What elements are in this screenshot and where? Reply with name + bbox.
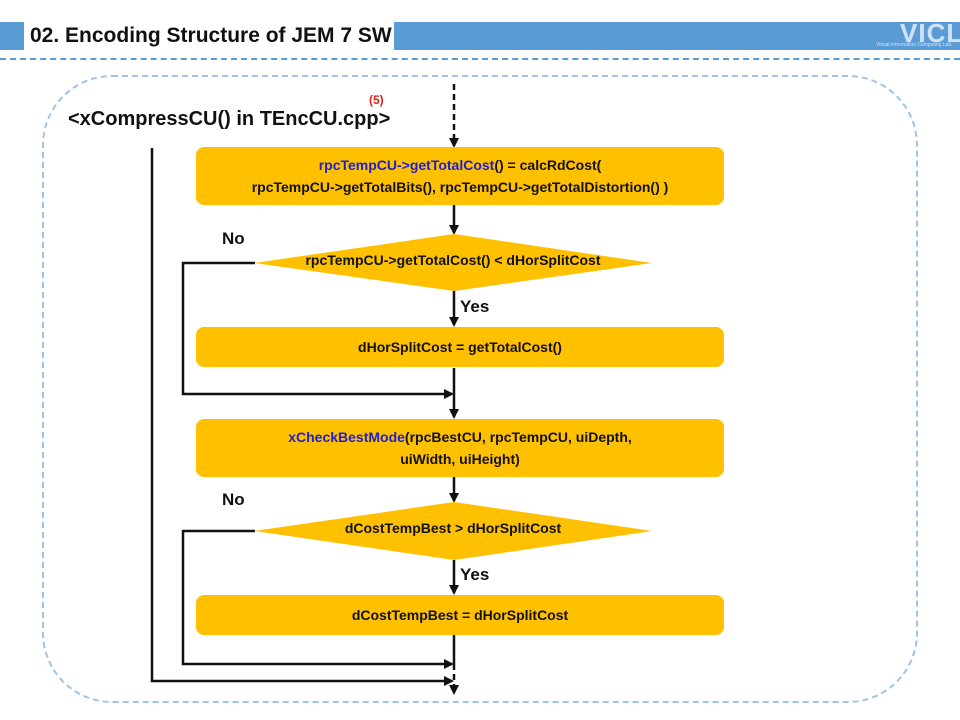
decision-2-yes-label: Yes	[460, 565, 490, 584]
cond1-no-branch	[181, 261, 454, 399]
box3-line2-text: uiWidth, uiHeight)	[400, 451, 520, 467]
decision-1-no-label: No	[222, 229, 245, 248]
decision-1-text: rpcTempCU->getTotalCost() < dHorSplitCos…	[305, 252, 601, 268]
decision-2-text: dCostTempBest > dHorSplitCost	[344, 520, 562, 536]
vicl-logo-subtext: Visual Information Computing Lab.	[876, 42, 953, 48]
slide-title: 02. Encoding Structure of JEM 7 SW	[30, 24, 392, 47]
outer-loop-line	[150, 148, 454, 686]
diagram-frame	[42, 75, 918, 703]
box4-text: dCostTempBest = dHorSplitCost	[351, 607, 569, 623]
process-box-total-cost: rpcTempCU->getTotalCost() = calcRdCost( …	[196, 147, 724, 205]
box1-blue-text: rpcTempCU->getTotalCost	[318, 157, 495, 173]
title-box	[18, 22, 394, 50]
function-title: <xCompressCU() in TEncCU.cpp>	[68, 108, 391, 130]
decision-diamond-2	[254, 502, 652, 560]
box2-text: dHorSplitCost = getTotalCost()	[358, 339, 562, 355]
box3-line1-text: (rpcBestCU, rpcTempCU, uiDepth,	[404, 429, 632, 445]
step-note: (5)	[369, 93, 384, 107]
vicl-logo: VICL	[900, 18, 960, 48]
box1-line2-text: rpcTempCU->getTotalBits(), rpcTempCU->ge…	[251, 179, 669, 195]
box3-blue-text: xCheckBestMode	[288, 429, 405, 445]
process-box-temp-best: dCostTempBest = dHorSplitCost	[196, 595, 724, 635]
header-divider	[0, 58, 960, 60]
process-box-hor-split-cost: dHorSplitCost = getTotalCost()	[196, 327, 724, 367]
process-box-check-best-mode: xCheckBestMode(rpcBestCU, rpcTempCU, uiD…	[196, 419, 724, 477]
decision-2-no-label: No	[222, 490, 245, 509]
decision-diamond-1	[254, 234, 652, 291]
decision-1-yes-label: Yes	[460, 297, 490, 316]
cond2-no-branch	[181, 529, 454, 669]
box1-line1-text: () = calcRdCost(	[494, 157, 602, 173]
